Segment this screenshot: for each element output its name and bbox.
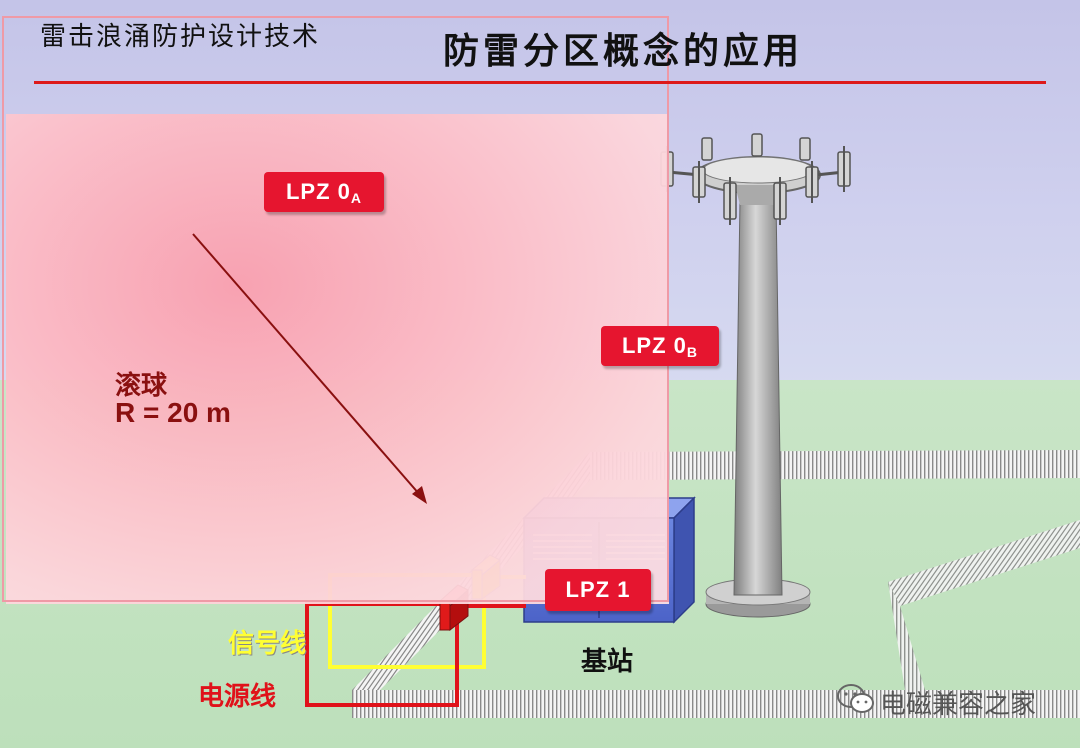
- document-title: 雷击浪涌防护设计技术: [40, 22, 321, 52]
- lpz0b-label-sub: B: [686, 344, 699, 360]
- lpz0a-label-main: LPZ 0: [285, 179, 351, 204]
- lpz0a-label: LPZ 0A: [264, 172, 384, 212]
- power-line-label: 电源线: [198, 682, 277, 712]
- lpz0b-label: LPZ 0B: [601, 326, 719, 366]
- lpz1-label: LPZ 1: [545, 569, 651, 611]
- rolling-sphere-radius: R = 20 m: [115, 397, 231, 428]
- watermark-text: 电磁兼容之家: [880, 690, 1037, 720]
- slide-title: 防雷分区概念的应用: [443, 30, 804, 72]
- lpz0a-label-sub: A: [350, 190, 363, 206]
- lpz0b-label-main: LPZ 0: [621, 333, 687, 358]
- power-line-loop: [305, 602, 459, 707]
- lpz1-label-main: LPZ 1: [565, 577, 631, 602]
- fence-back: [590, 450, 1080, 480]
- rolling-sphere-label: 滚球: [115, 371, 168, 401]
- fence-front: [352, 690, 1080, 718]
- wechat-icon: [837, 684, 874, 713]
- rolling-sphere-boundary: [2, 16, 669, 602]
- title-divider: [34, 81, 1046, 84]
- fence-right-front: [888, 582, 925, 690]
- signal-line-label: 信号线: [228, 629, 307, 659]
- fence-right: [888, 520, 1080, 606]
- base-station-label: 基站: [581, 647, 634, 677]
